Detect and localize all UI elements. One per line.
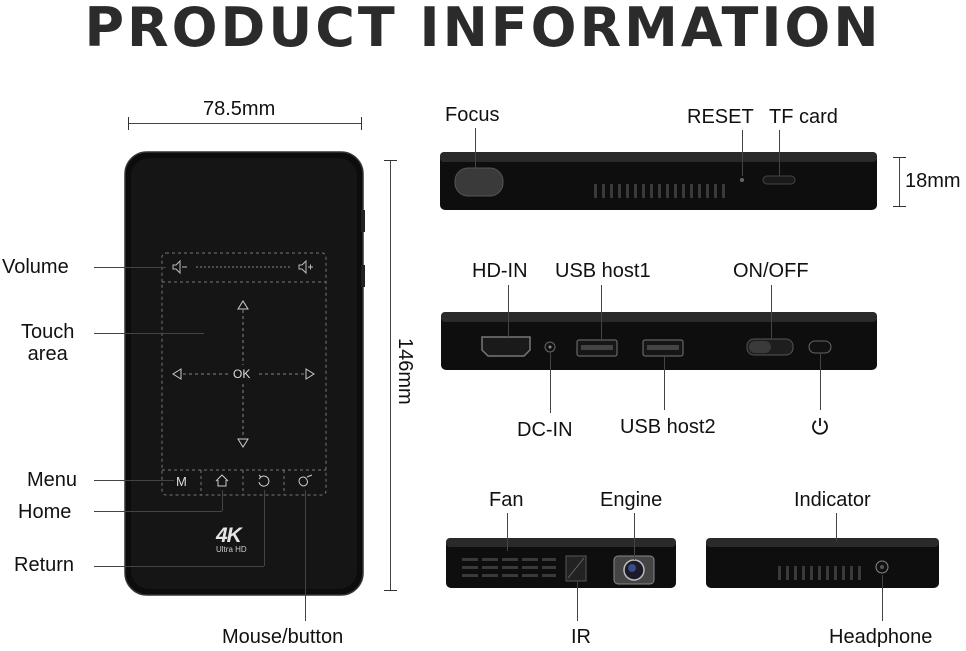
ok-button[interactable]: OK bbox=[233, 367, 251, 381]
thickness-tick-bottom bbox=[893, 206, 906, 207]
menu-key[interactable]: M bbox=[176, 474, 187, 489]
engine-pointer bbox=[634, 513, 635, 560]
engine-label: Engine bbox=[600, 489, 663, 511]
tf-card-pointer bbox=[779, 130, 780, 176]
volume-up-icon[interactable] bbox=[298, 259, 314, 275]
ir-pointer bbox=[577, 581, 578, 621]
menu-label: Menu bbox=[27, 469, 78, 491]
arrow-right-icon[interactable] bbox=[305, 368, 315, 380]
arrow-left-icon[interactable] bbox=[172, 368, 182, 380]
focus-label: Focus bbox=[445, 104, 500, 126]
touch-area-label: Touch area bbox=[21, 321, 75, 365]
headphone-label: Headphone bbox=[829, 626, 933, 648]
headphone-pointer bbox=[882, 575, 883, 621]
thickness-dimension-label: 18mm bbox=[905, 170, 961, 192]
return-pointer bbox=[94, 566, 264, 567]
reset-pointer bbox=[742, 130, 743, 176]
indicator-pointer bbox=[836, 513, 837, 541]
power-pointer bbox=[820, 354, 821, 410]
dc-in-label: DC-IN bbox=[517, 419, 573, 441]
power-icon bbox=[812, 418, 828, 435]
height-dimension-line bbox=[390, 160, 391, 591]
height-dimension-tick-top bbox=[384, 160, 397, 161]
home-label: Home bbox=[18, 501, 72, 523]
indicator-label: Indicator bbox=[794, 489, 871, 511]
mouse-icon[interactable] bbox=[297, 474, 313, 487]
volume-pointer bbox=[94, 267, 166, 268]
reset-label: RESET bbox=[687, 106, 754, 128]
return-icon[interactable] bbox=[257, 474, 270, 487]
focus-pointer bbox=[475, 128, 476, 170]
usb-host1-pointer bbox=[601, 285, 602, 340]
arrow-up-icon[interactable] bbox=[237, 300, 249, 310]
usb-host2-label: USB host2 bbox=[620, 416, 716, 438]
tf-card-label: TF card bbox=[769, 106, 838, 128]
mouse-button-label: Mouse/button bbox=[222, 626, 344, 648]
hd-in-pointer bbox=[508, 285, 509, 337]
fan-pointer bbox=[507, 513, 508, 551]
mouse-button-pointer bbox=[305, 490, 306, 621]
thickness-dimension-line bbox=[899, 157, 900, 207]
usb-host2-pointer bbox=[664, 356, 665, 410]
menu-pointer bbox=[94, 480, 174, 481]
thickness-tick-top bbox=[893, 157, 906, 158]
touch-area-pointer bbox=[94, 333, 204, 334]
on-off-pointer bbox=[771, 285, 772, 339]
home-icon[interactable] bbox=[215, 474, 229, 487]
usb-host1-label: USB host1 bbox=[555, 260, 651, 282]
fan-label: Fan bbox=[489, 489, 524, 511]
dc-in-pointer bbox=[550, 353, 551, 413]
width-dimension-label: 78.5mm bbox=[203, 98, 276, 120]
home-pointer-vertical bbox=[222, 490, 223, 511]
arrow-down-icon[interactable] bbox=[237, 438, 249, 448]
return-pointer-vertical bbox=[264, 490, 265, 566]
width-dimension-tick-left bbox=[128, 117, 129, 130]
page-title: PRODUCT INFORMATION bbox=[84, 0, 882, 59]
return-label: Return bbox=[14, 554, 75, 576]
volume-label: Volume bbox=[2, 256, 69, 278]
width-dimension-tick-right bbox=[361, 117, 362, 130]
width-dimension-line bbox=[128, 123, 362, 124]
volume-down-icon[interactable] bbox=[172, 259, 188, 275]
home-pointer bbox=[94, 511, 222, 512]
on-off-label: ON/OFF bbox=[733, 260, 809, 282]
ir-label: IR bbox=[571, 626, 591, 648]
ultra-hd-logo: Ultra HD bbox=[216, 545, 247, 554]
hd-in-label: HD-IN bbox=[472, 260, 528, 282]
4k-logo: 4K bbox=[216, 524, 242, 547]
height-dimension-tick-bottom bbox=[384, 590, 397, 591]
